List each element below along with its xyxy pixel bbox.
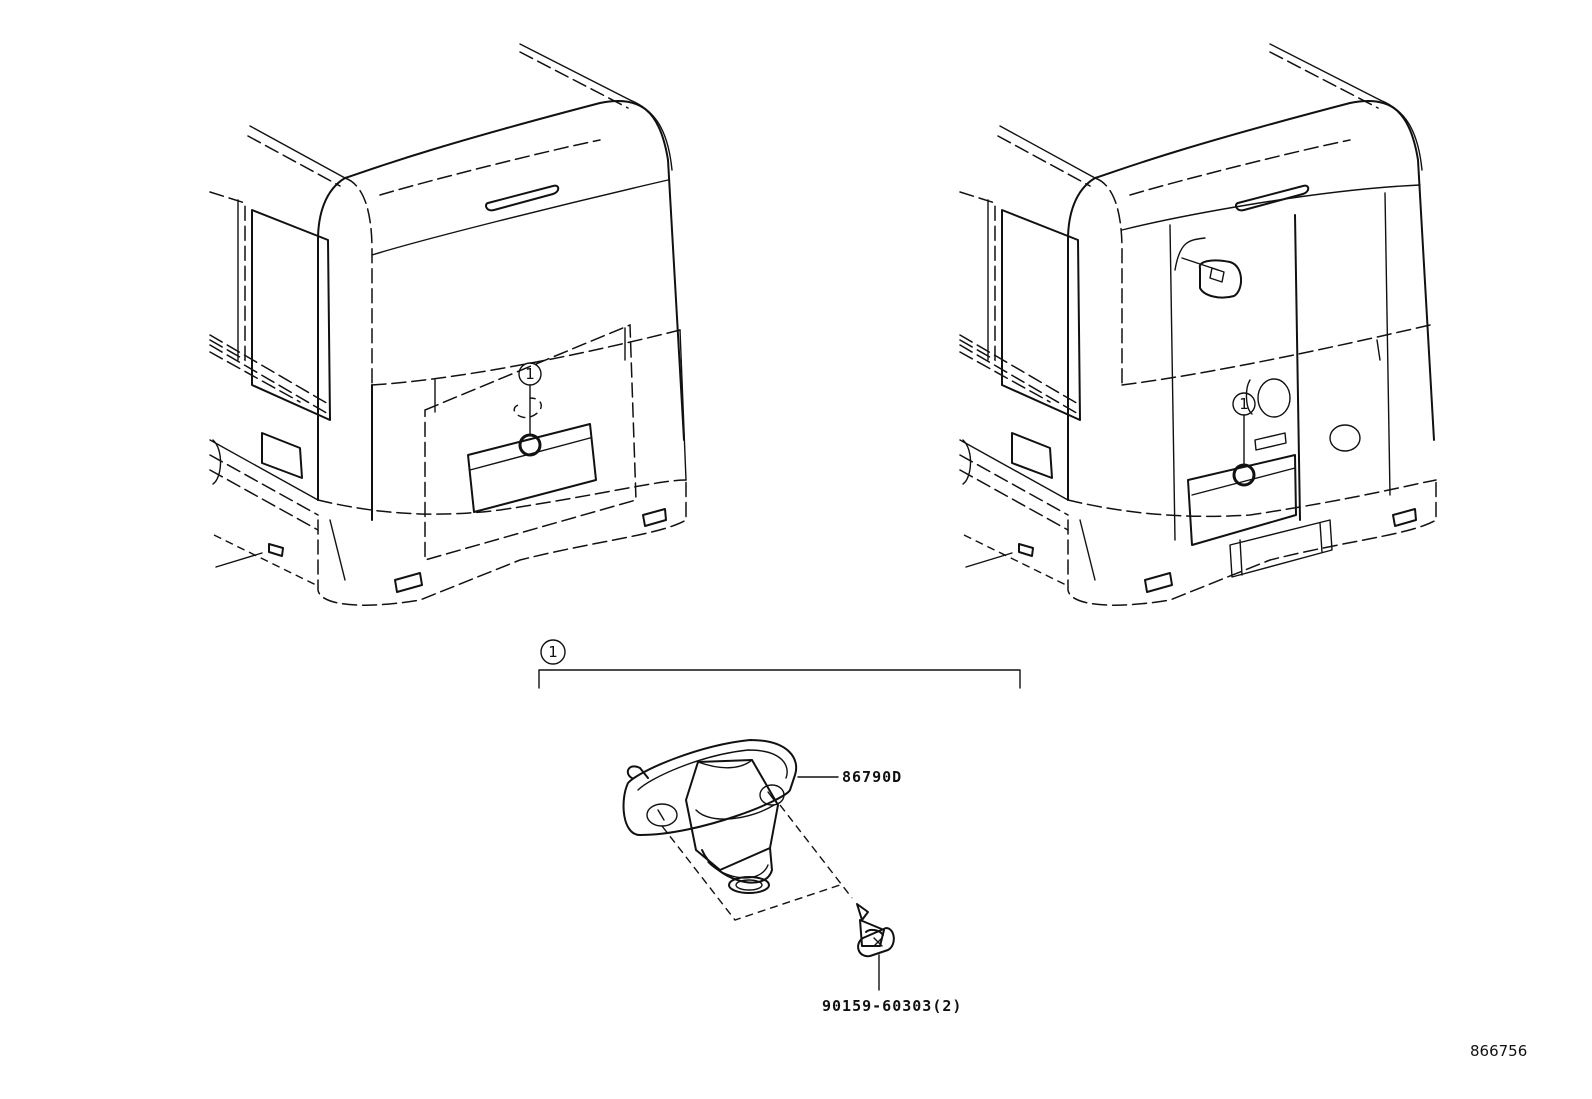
camera-assembly: 86790D (622, 739, 902, 921)
vehicle-rear-view-left: 1 (209, 43, 687, 606)
callout-circle-right (1232, 392, 1256, 416)
callout-number-right: 1 (1239, 395, 1249, 413)
assembly-bracket: 1 (538, 639, 1021, 689)
part-number-camera: 86790D (842, 768, 902, 786)
illustration-id: 866756 (1470, 1042, 1527, 1060)
vehicle-rear-view-right: 1 (959, 43, 1437, 606)
part-number-screw: 90159-60303(2) (822, 997, 962, 1015)
screw: 90159-60303(2) (822, 903, 962, 1015)
callout-number-assembly: 1 (548, 643, 558, 661)
callout-number-left: 1 (525, 365, 535, 383)
callout-circle-assembly (540, 639, 566, 665)
callout-circle-left (518, 362, 542, 386)
